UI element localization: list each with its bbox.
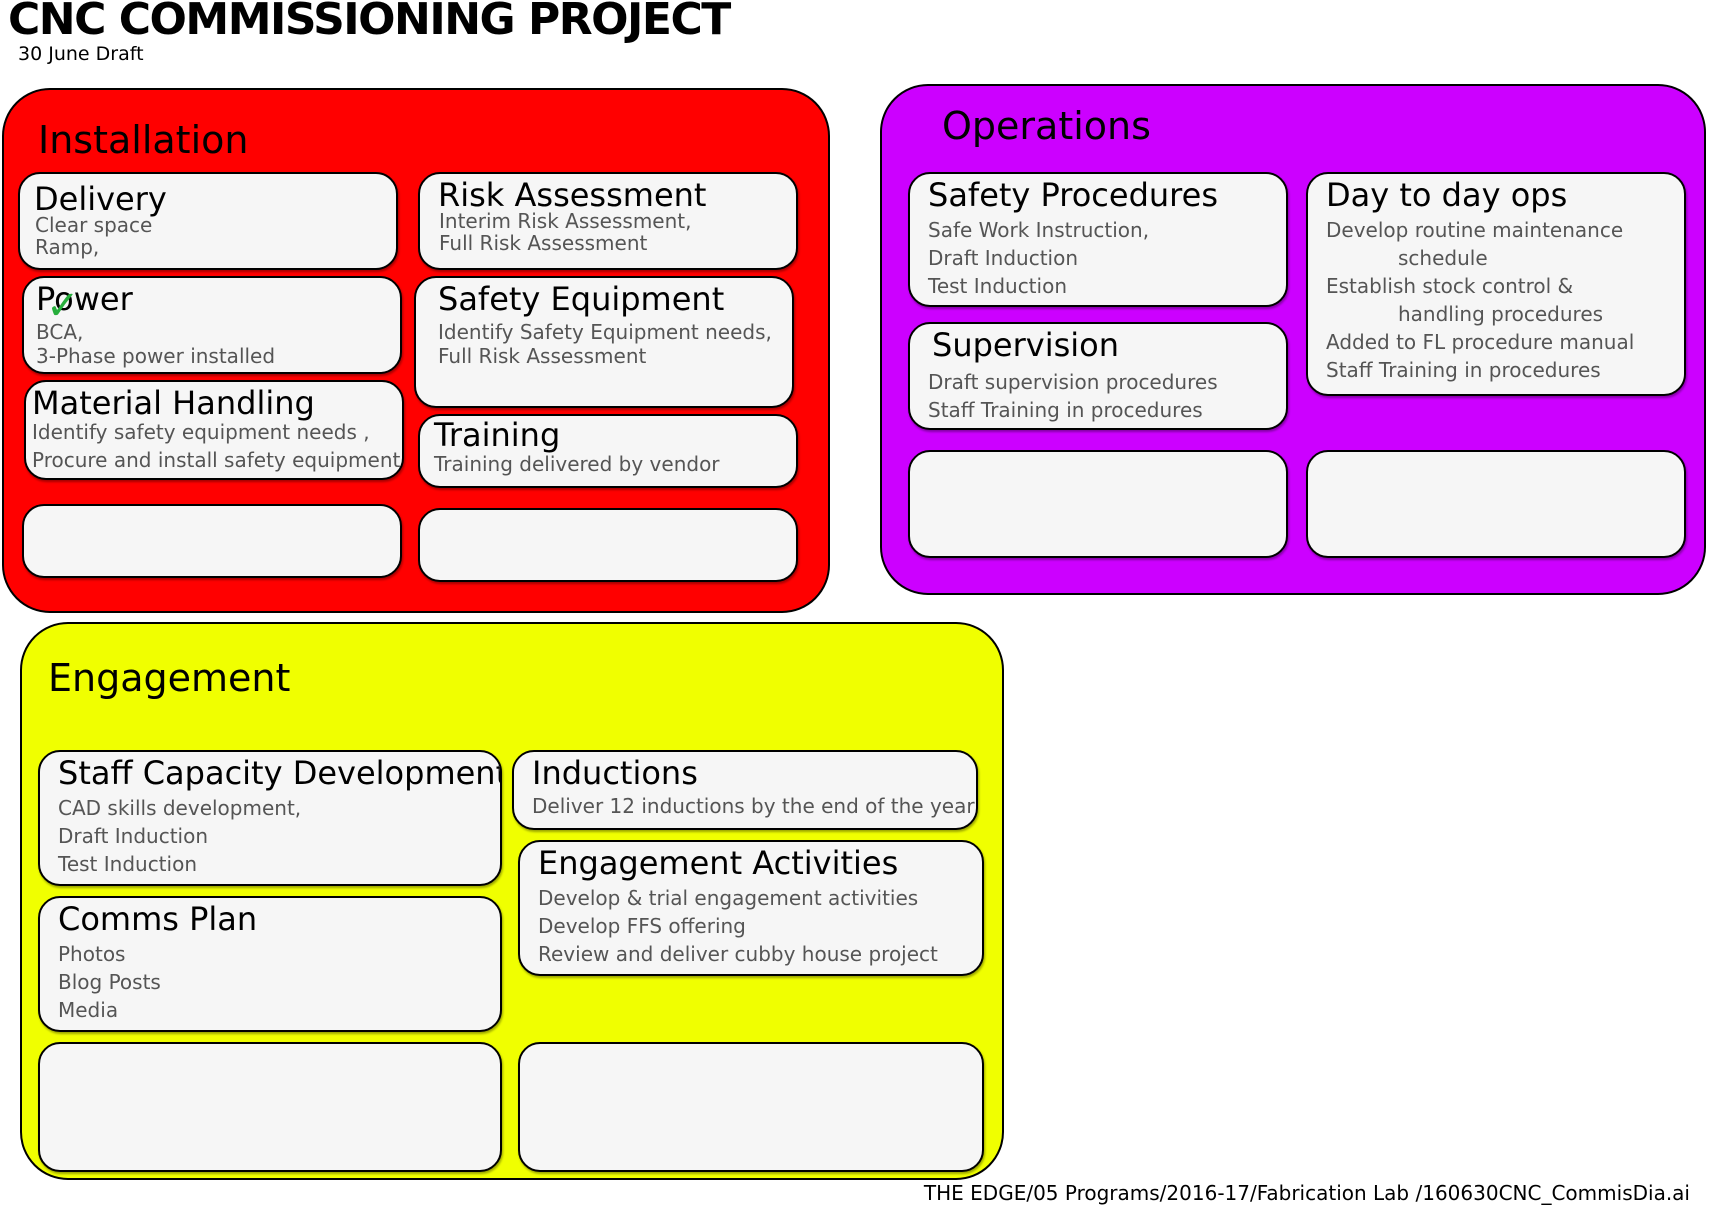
material-handling-line: Procure and install safety equipment <box>32 448 401 472</box>
staff-capacity-title: Staff Capacity Development <box>58 754 502 792</box>
engagement-activities-line: Develop FFS offering <box>538 914 746 938</box>
safety-equipment-card: Safety Equipment Identify Safety Equipme… <box>414 276 794 408</box>
engagement-activities-line: Develop & trial engagement activities <box>538 886 919 910</box>
safety-procedures-line: Safe Work Instruction, <box>928 218 1150 242</box>
staff-capacity-card: Staff Capacity Development CAD skills de… <box>38 750 502 886</box>
safety-procedures-card: Safety Procedures Safe Work Instruction,… <box>908 172 1288 307</box>
power-card: Power BCA, 3-Phase power installed ✓ <box>22 276 402 374</box>
engagement-activities-line: Review and deliver cubby house project <box>538 942 938 966</box>
safety-equipment-line: Full Risk Assessment <box>438 344 647 368</box>
safety-procedures-title: Safety Procedures <box>928 176 1218 214</box>
power-line: 3-Phase power installed <box>36 344 276 368</box>
supervision-card: Supervision Draft supervision procedures… <box>908 322 1288 430</box>
day-to-day-ops-line: schedule <box>1398 246 1488 270</box>
safety-procedures-line: Test Induction <box>928 274 1067 298</box>
safety-equipment-line: Identify Safety Equipment needs, <box>438 320 772 344</box>
day-to-day-ops-line: Establish stock control & <box>1326 274 1574 298</box>
delivery-line: Clear space <box>35 213 153 237</box>
delivery-line: Ramp, <box>35 235 100 259</box>
power-title: Power <box>36 280 133 318</box>
checkmark-icon: ✓ <box>46 283 80 329</box>
risk-assessment-line: Full Risk Assessment <box>439 231 648 255</box>
material-handling-card: Material Handling Identify safety equipm… <box>24 380 404 480</box>
installation-panel: Installation Delivery Clear space Ramp, … <box>2 88 830 613</box>
day-to-day-ops-card: Day to day ops Develop routine maintenan… <box>1306 172 1686 396</box>
risk-assessment-card: Risk Assessment Interim Risk Assessment,… <box>418 172 798 270</box>
inductions-card: Inductions Deliver 12 inductions by the … <box>512 750 978 830</box>
safety-equipment-title: Safety Equipment <box>438 280 725 318</box>
engagement-panel: Engagement Staff Capacity Development CA… <box>20 622 1004 1180</box>
supervision-title: Supervision <box>932 326 1119 364</box>
engagement-title: Engagement <box>48 656 291 700</box>
training-line: Training delivered by vendor <box>434 452 720 476</box>
material-handling-title: Material Handling <box>32 384 315 422</box>
empty-card <box>1306 450 1686 558</box>
supervision-line: Draft supervision procedures <box>928 370 1218 394</box>
installation-title: Installation <box>38 118 249 162</box>
training-title: Training <box>434 416 561 454</box>
comms-plan-card: Comms Plan Photos Blog Posts Media <box>38 896 502 1032</box>
day-to-day-ops-line: Added to FL procedure manual <box>1326 330 1635 354</box>
empty-card <box>38 1042 502 1172</box>
file-path: THE EDGE/05 Programs/2016-17/Fabrication… <box>923 1181 1690 1205</box>
training-card: Training Training delivered by vendor <box>418 414 798 488</box>
staff-capacity-line: Test Induction <box>58 852 197 876</box>
comms-plan-line: Blog Posts <box>58 970 161 994</box>
empty-card <box>418 508 798 582</box>
comms-plan-title: Comms Plan <box>58 900 258 938</box>
operations-title: Operations <box>942 104 1151 148</box>
power-line: BCA, <box>36 320 84 344</box>
day-to-day-ops-title: Day to day ops <box>1326 176 1568 214</box>
operations-panel: Operations Safety Procedures Safe Work I… <box>880 84 1706 595</box>
material-handling-line: Identify safety equipment needs , <box>32 420 370 444</box>
empty-card <box>908 450 1288 558</box>
draft-date: 30 June Draft <box>18 43 144 65</box>
risk-assessment-line: Interim Risk Assessment, <box>439 209 692 233</box>
inductions-title: Inductions <box>532 754 698 792</box>
empty-card <box>518 1042 984 1172</box>
engagement-activities-card: Engagement Activities Develop & trial en… <box>518 840 984 976</box>
day-to-day-ops-line: Staff Training in procedures <box>1326 358 1601 382</box>
supervision-line: Staff Training in procedures <box>928 398 1203 422</box>
inductions-line: Deliver 12 inductions by the end of the … <box>532 794 975 818</box>
day-to-day-ops-line: Develop routine maintenance <box>1326 218 1624 242</box>
delivery-title: Delivery <box>34 180 167 218</box>
engagement-activities-title: Engagement Activities <box>538 844 899 882</box>
day-to-day-ops-line: handling procedures <box>1398 302 1604 326</box>
staff-capacity-line: CAD skills development, <box>58 796 302 820</box>
delivery-card: Delivery Clear space Ramp, <box>18 172 398 270</box>
comms-plan-line: Photos <box>58 942 126 966</box>
safety-procedures-line: Draft Induction <box>928 246 1079 270</box>
comms-plan-line: Media <box>58 998 119 1022</box>
page-title: CNC COMMISSIONING PROJECT <box>8 0 731 45</box>
risk-assessment-title: Risk Assessment <box>438 176 707 214</box>
staff-capacity-line: Draft Induction <box>58 824 209 848</box>
empty-card <box>22 504 402 578</box>
